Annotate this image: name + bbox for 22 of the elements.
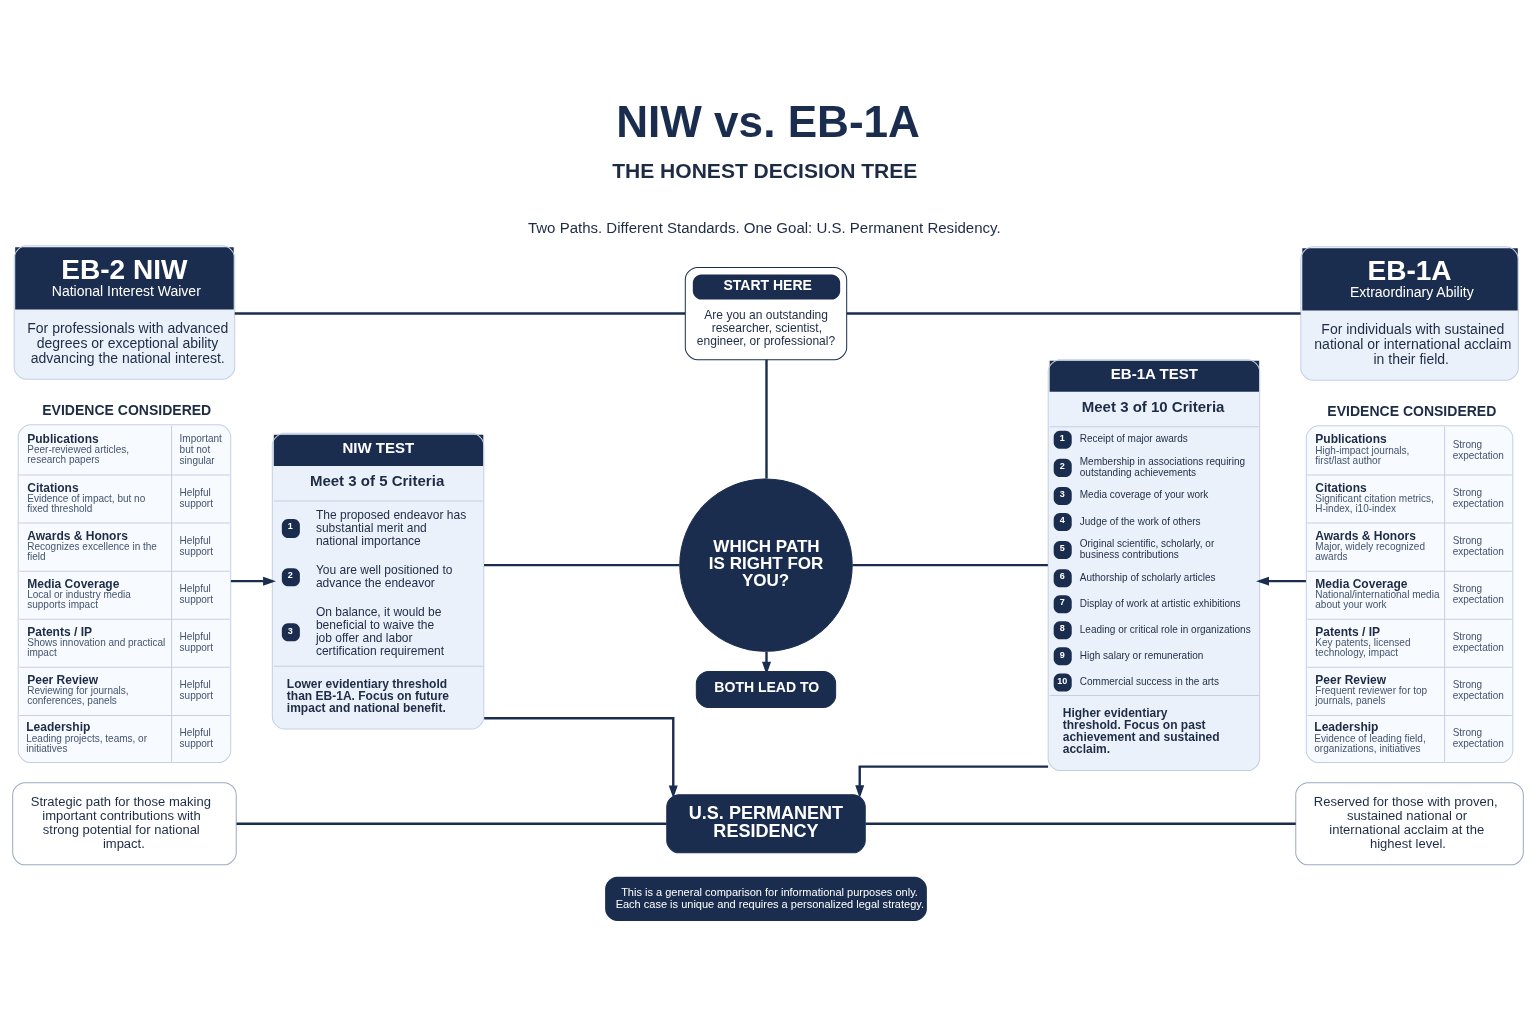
- arrow: [1256, 576, 1306, 586]
- node-box: Reserved for those with proven, sustained national or international acclaim at the highest level.: [1295, 782, 1524, 866]
- arrow: [484, 717, 678, 799]
- node-box: BOTH LEAD TO: [695, 670, 837, 708]
- connector: [236, 822, 667, 825]
- label: This is a general comparison for informational purposes only. Each case is unique and requires a personalized legal strategy.: [615, 885, 925, 910]
- arrow: [855, 765, 1049, 799]
- connector: [234, 312, 686, 315]
- node-label: EVIDENCE CONSIDERED: [42, 401, 212, 418]
- label: Two Paths. Different Standards. One Goal: U.S. Permanent Residency.: [527, 218, 1001, 236]
- label: THE HONEST DECISION TREE: [612, 158, 918, 182]
- node-circle: WHICH PATH IS RIGHT FOR YOU?: [679, 478, 853, 652]
- connector: [846, 312, 1301, 315]
- node-label: EVIDENCE CONSIDERED: [1327, 402, 1497, 419]
- node-box: Strategic path for those making important contributions with strong potential for national impact.: [12, 782, 237, 866]
- connector: [852, 563, 1048, 567]
- node-box: U.S. PERMANENT RESIDENCY: [666, 794, 866, 854]
- connector: [765, 359, 768, 479]
- connector: [484, 563, 680, 567]
- connector: [865, 822, 1296, 825]
- diagram-title: NIW vs. EB-1A: [616, 97, 920, 147]
- arrow: [230, 576, 276, 586]
